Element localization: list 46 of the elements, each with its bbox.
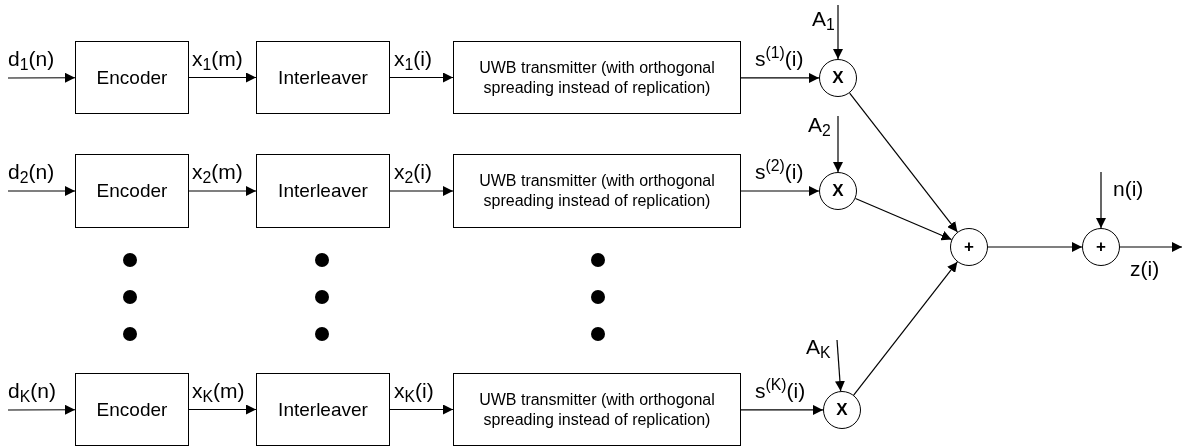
edge-label: A$_{1}$ <box>812 8 835 29</box>
arrow <box>389 186 454 196</box>
edge-label: s$^{(K)}$(i) <box>755 380 806 401</box>
arrow <box>389 404 454 415</box>
process-box: UWB transmitter (with orthogonal spreading instead of replication) <box>453 41 741 114</box>
edge-label: A$_{2}$ <box>808 114 831 135</box>
arrow <box>188 404 257 415</box>
process-box: Interleaver <box>256 41 390 114</box>
process-box: UWB transmitter (with orthogonal spreading instead of replication) <box>453 373 741 446</box>
edge-label: d$_{1}$(n) <box>8 48 55 69</box>
arrow <box>188 72 257 83</box>
process-box: Interleaver <box>256 373 390 446</box>
arrow <box>740 72 820 83</box>
edge-label: d$_{K}$(n) <box>8 380 56 401</box>
process-box: Encoder <box>75 154 189 228</box>
edge-label: z(i) <box>1130 258 1160 279</box>
arrow <box>1096 171 1106 229</box>
edge-label: n(i) <box>1113 178 1144 199</box>
edge-label: x$_{1}$(m) <box>192 48 243 69</box>
edge-label: s$^{(1)}$(i) <box>755 48 804 69</box>
arrow <box>7 186 76 196</box>
edge-label: A$_{K}$ <box>806 336 831 357</box>
process-box: Interleaver <box>256 154 390 228</box>
arrow <box>833 115 843 173</box>
arrow <box>740 404 824 415</box>
edge-label: x$_{1}$(i) <box>394 48 432 69</box>
arrow <box>987 242 1083 252</box>
edge-label: d$_{2}$(n) <box>8 161 55 182</box>
edge-label: x$_{K}$(m) <box>192 380 245 401</box>
arrow <box>833 4 843 60</box>
arrow <box>7 404 76 415</box>
edge-label: x$_{2}$(i) <box>394 161 432 182</box>
arrow <box>740 186 820 196</box>
process-box: Encoder <box>75 373 189 446</box>
arrow <box>834 339 845 392</box>
process-box: UWB transmitter (with orthogonal spreading instead of replication) <box>453 154 741 228</box>
arrow <box>1119 242 1183 252</box>
arrow <box>853 261 958 396</box>
arrow <box>389 72 454 83</box>
arrow <box>849 92 958 233</box>
edge-label: x$_{2}$(m) <box>192 161 243 182</box>
arrow <box>188 186 257 196</box>
edge-label: s$^{(2)}$(i) <box>755 161 804 182</box>
process-box: Encoder <box>75 41 189 114</box>
arrow <box>7 72 76 83</box>
edge-label: x$_{K}$(i) <box>394 380 434 401</box>
